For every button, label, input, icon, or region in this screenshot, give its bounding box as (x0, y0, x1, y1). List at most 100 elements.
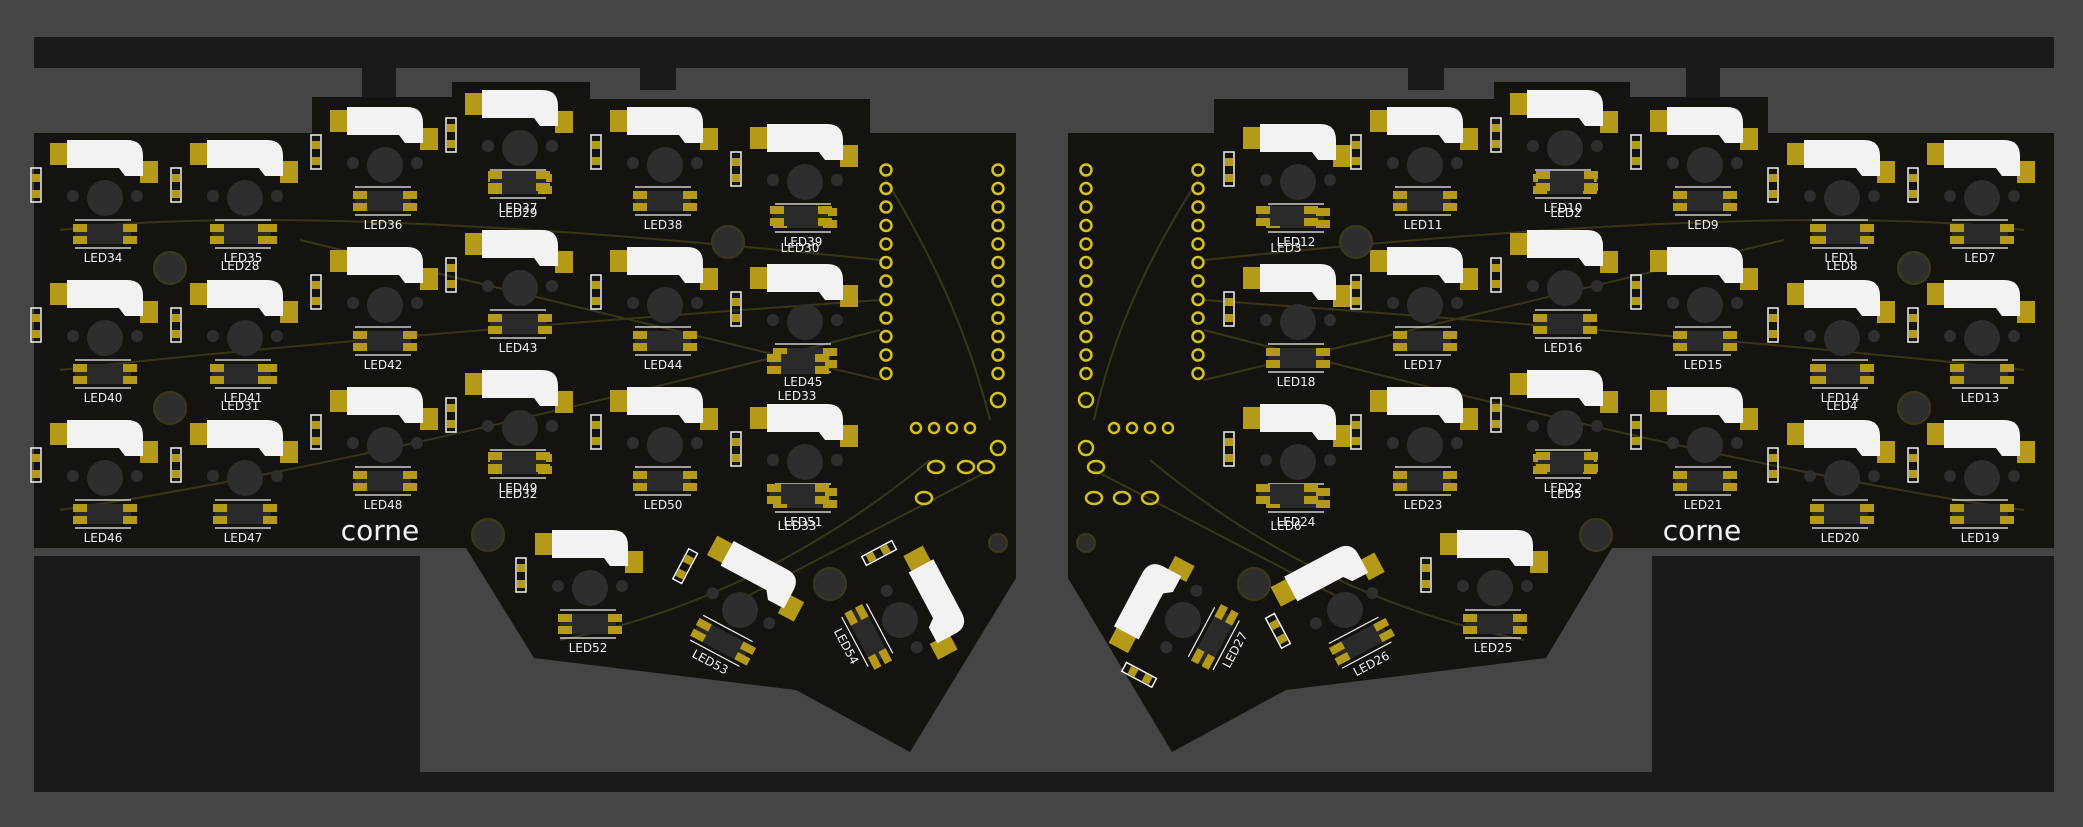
switch-peg (1260, 174, 1272, 186)
led-pad (123, 376, 137, 384)
switch-peg (1591, 280, 1603, 292)
diode-pad (1276, 633, 1288, 645)
mcu-pin (879, 218, 893, 233)
switch-peg (1591, 420, 1603, 432)
switch-hole (647, 287, 683, 323)
led-pad (1860, 516, 1874, 524)
diode-outline (1490, 257, 1502, 293)
mounting-hole (1339, 225, 1373, 259)
diode-pad (1909, 454, 1917, 462)
switch-hole (1824, 180, 1860, 216)
switch-hole (1547, 270, 1583, 306)
keyswitch-footprint: LED21 (1630, 387, 1758, 512)
keyswitch-footprint: LED23 (1350, 387, 1478, 512)
switch-hole (1280, 304, 1316, 340)
diode-pad (172, 470, 180, 478)
switch-peg (546, 420, 558, 432)
led-label: LED23 (1404, 498, 1443, 512)
led-pad (1860, 224, 1874, 232)
diode-pad (1492, 280, 1500, 288)
diode-outline (310, 414, 322, 450)
led-pad (1583, 326, 1597, 334)
reset-pad (1084, 490, 1104, 506)
led-pad (2000, 516, 2014, 524)
hotswap-silkscreen (1527, 90, 1603, 126)
diode-pad (172, 174, 180, 182)
switch-peg (1457, 580, 1469, 592)
led-pad (1723, 471, 1737, 479)
switch-hole (1824, 460, 1860, 496)
led-pad (1316, 348, 1330, 356)
switch-peg (1527, 140, 1539, 152)
led-pad (488, 183, 502, 191)
led-pad (2000, 504, 2014, 512)
led-pad (690, 628, 707, 643)
mcu-pin (991, 366, 1005, 381)
keyswitch-footprint: LED50 (590, 387, 718, 512)
led-pad (1393, 331, 1407, 339)
diode-pad (1269, 619, 1281, 631)
mcu-pin (879, 237, 893, 251)
switch-peg (763, 617, 776, 630)
led-pad (1950, 364, 1964, 372)
switch-peg (1160, 641, 1173, 654)
led-pad (1443, 471, 1457, 479)
led-pad (1810, 504, 1824, 512)
switch-peg (1667, 157, 1679, 169)
mcu-pin (991, 274, 1005, 288)
bottom-rail (34, 772, 2054, 792)
led-silk-line (689, 639, 740, 667)
led-pad (1673, 191, 1687, 199)
led-pad (1256, 484, 1270, 492)
switch-peg (1309, 617, 1322, 630)
led-pad (767, 484, 781, 492)
led-pad (818, 206, 832, 214)
led-pad (1673, 471, 1687, 479)
solder-pad (1510, 93, 1528, 115)
mounting-hole (1076, 533, 1096, 553)
diode-pad (1769, 314, 1777, 322)
led-pad (1812, 236, 1826, 244)
keyswitch-footprint: LED26 (1264, 545, 1395, 679)
hotswap-silkscreen (1113, 564, 1182, 640)
led-pad (1316, 360, 1330, 368)
hotswap-silkscreen (347, 107, 423, 143)
led-pad (1393, 483, 1407, 491)
hotswap-silkscreen (627, 247, 703, 283)
jumper-pad (1161, 421, 1175, 435)
switch-hole (1280, 164, 1316, 200)
solder-pad (1877, 441, 1895, 463)
switch-peg (482, 420, 494, 432)
led-pad (403, 343, 417, 351)
jumper-pad (909, 421, 923, 435)
switch-hole (502, 130, 538, 166)
led-pad (73, 504, 87, 512)
led-pad (767, 496, 781, 504)
led-pad (823, 360, 837, 368)
solder-pad (2017, 441, 2035, 463)
led-label: LED5 (1550, 487, 1581, 501)
led-body (1675, 471, 1731, 491)
led-label: LED13 (1961, 391, 2000, 405)
mcu-pin (879, 292, 893, 307)
led-silk-line (865, 603, 894, 654)
led-pad (633, 191, 647, 199)
led-pad (1812, 376, 1826, 384)
diode-pad (732, 314, 740, 322)
mcu-pin (1191, 181, 1205, 196)
led-pad (1334, 652, 1351, 666)
diode-pad (1422, 580, 1430, 588)
led-pad (1378, 628, 1395, 643)
keyswitch-footprint: LED48 (310, 387, 438, 512)
mcu-pin (879, 255, 893, 270)
diode-pad (32, 330, 40, 338)
led-pad (1266, 360, 1280, 368)
mcu-pin (1191, 348, 1205, 362)
switch-hole (227, 460, 263, 496)
diode-outline (170, 307, 182, 343)
diode-outline (1223, 151, 1235, 187)
led-pad (1190, 648, 1205, 665)
hotswap-silkscreen (1387, 247, 1463, 283)
led-label: LED32 (499, 487, 538, 501)
led-label: LED19 (1961, 531, 2000, 545)
